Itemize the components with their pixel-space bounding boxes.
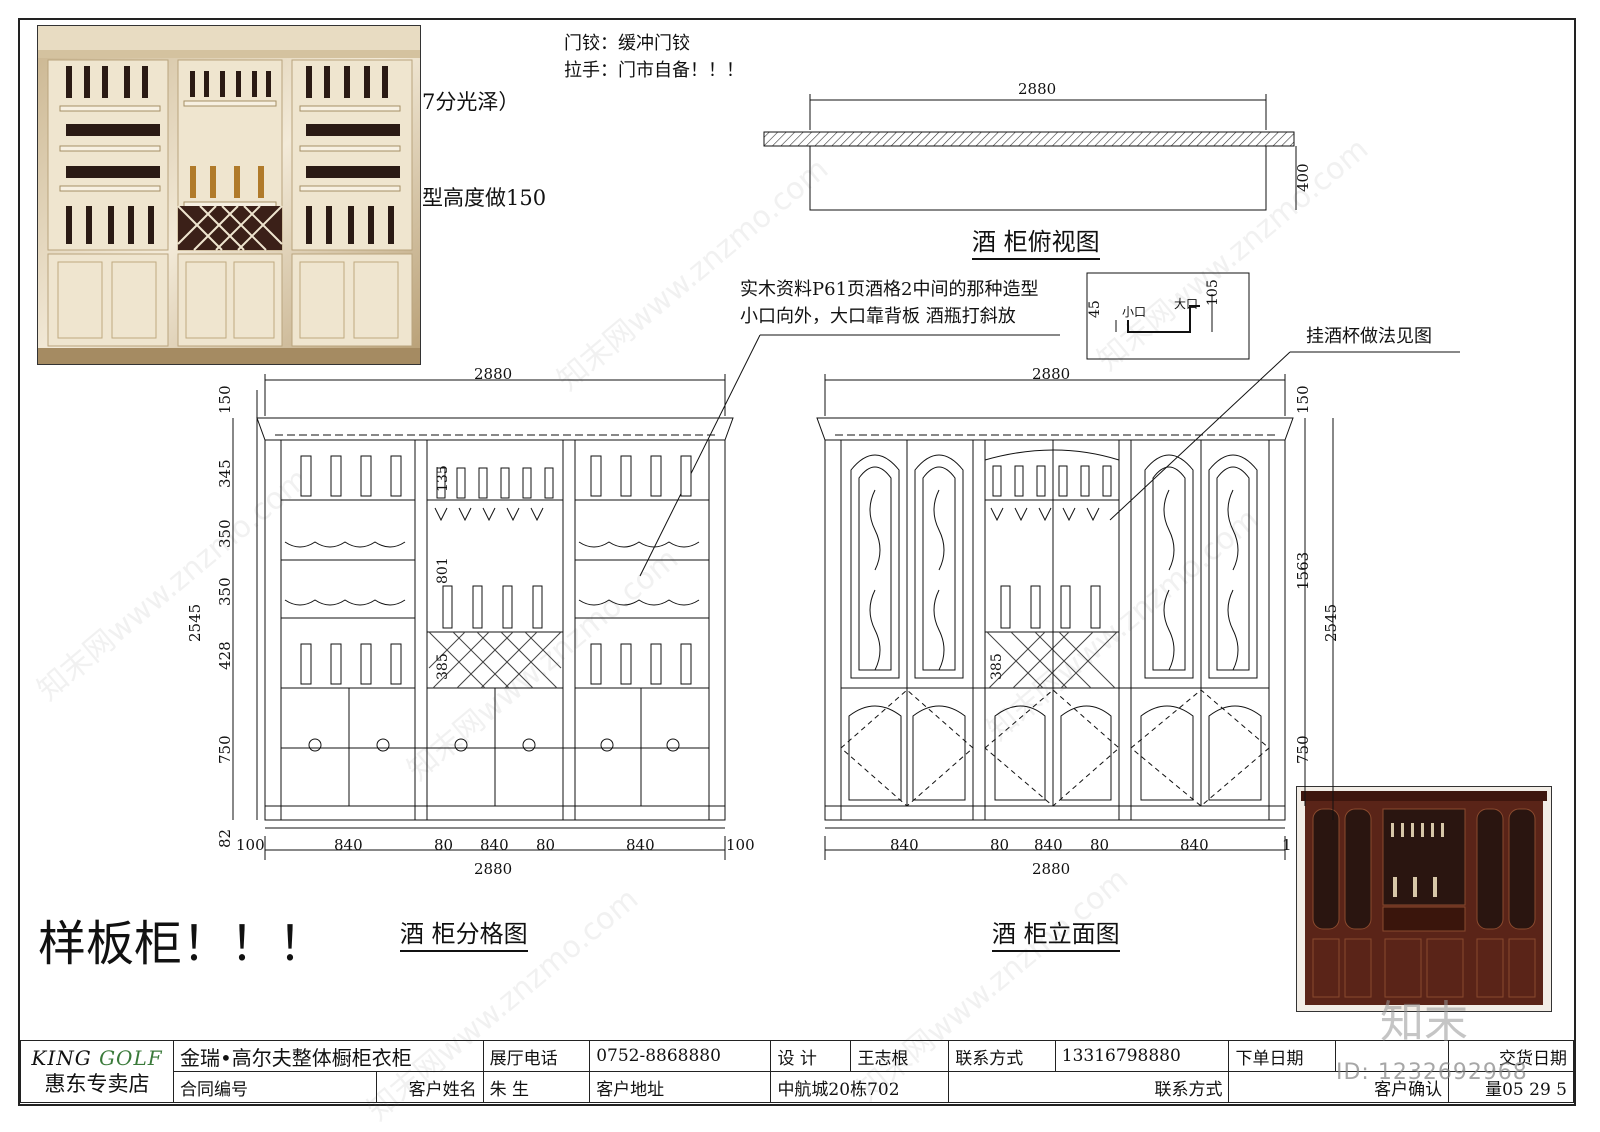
division-height: 150: [216, 385, 234, 414]
contact-label-2: 联系方式: [948, 1071, 1230, 1103]
order-date-value: [1335, 1040, 1450, 1072]
division-inner-label: 801: [435, 557, 451, 584]
brand-id: ID: 1232692968: [1336, 1060, 1528, 1085]
elevation-width: 840: [1180, 836, 1209, 854]
gloss-note: 7分光泽）: [422, 90, 520, 114]
customer-name-label: 客户姓名: [376, 1071, 484, 1103]
top-view-title: 酒 柜俯视图: [972, 230, 1100, 260]
showroom-phone: 0752-8868880: [589, 1040, 772, 1072]
contract-no-label: 合同编号: [173, 1071, 377, 1103]
customer-address-label: 客户地址: [589, 1071, 772, 1103]
division-width: 100: [726, 836, 755, 854]
division-view-title: 酒 柜分格图: [400, 922, 528, 952]
division-height: 350: [216, 519, 234, 548]
brand-mark: 知末: [1380, 997, 1468, 1048]
elevation-height: 1563: [1294, 551, 1312, 590]
partial-text: 量05 29 5: [1448, 1071, 1574, 1103]
height-note: 型高度做150: [422, 186, 547, 210]
slot-detail-drawing: [1086, 272, 1250, 360]
glass-hanger-note: 挂酒杯做法见图: [1306, 326, 1432, 347]
elevation-width: 1: [1282, 836, 1292, 854]
division-total-height: 2545: [186, 603, 204, 642]
elevation-view-title: 酒 柜立面图: [992, 922, 1120, 952]
company-name: 金瑞•高尔夫整体橱柜衣柜: [173, 1040, 484, 1072]
designer-label: 设 计: [770, 1040, 852, 1072]
sample-cabinet-note: 样板柜！！！: [38, 916, 327, 972]
top-view-drawing: [763, 94, 1297, 211]
elevation-bottom-width: 2880: [1032, 860, 1071, 878]
division-width: 840: [480, 836, 509, 854]
elevation-view-drawing: [816, 374, 1334, 860]
division-width: 100: [236, 836, 265, 854]
division-width: 840: [626, 836, 655, 854]
customer-confirm-label: 客户确认: [1228, 1071, 1450, 1103]
customer-name: 朱 生: [482, 1071, 591, 1103]
slot-orientation-note: 小口向外，大口靠背板 酒瓶打斜放: [740, 306, 1016, 327]
division-inner-label: 385: [435, 653, 451, 680]
contact-label: 联系方式: [948, 1040, 1056, 1072]
elevation-inner-label: 385: [989, 653, 1005, 680]
division-height: 82: [216, 828, 234, 848]
elevation-width: 840: [890, 836, 919, 854]
store-logo: KING GOLF 惠东专卖店: [20, 1040, 174, 1103]
elevation-width: 840: [1034, 836, 1063, 854]
elevation-height: 750: [1294, 735, 1312, 764]
reference-photo-cream-cabinet: [37, 25, 421, 365]
customer-address: 中航城20栋702: [770, 1071, 950, 1103]
division-inner-label: 135: [435, 465, 451, 492]
top-view-width: 2880: [1018, 80, 1057, 98]
hinge-note: 门铰：缓冲门铰: [564, 33, 690, 54]
division-height: 750: [216, 735, 234, 764]
division-bottom-width: 2880: [474, 860, 513, 878]
showroom-phone-label: 展厅电话: [482, 1040, 591, 1072]
division-width: 840: [334, 836, 363, 854]
division-width: 80: [434, 836, 454, 854]
division-height: 428: [216, 641, 234, 670]
elevation-top-width: 2880: [1032, 365, 1071, 383]
delivery-date-label: 交货日期: [1448, 1040, 1574, 1072]
handle-note: 拉手：门市自备！！！: [564, 60, 744, 81]
division-height: 345: [216, 459, 234, 488]
division-height: 350: [216, 577, 234, 606]
elevation-width: 80: [1090, 836, 1110, 854]
division-width: 80: [536, 836, 556, 854]
reference-photo-wood-cabinet: [1296, 786, 1552, 1012]
division-view-drawing: [232, 374, 734, 860]
slot-material-note: 实木资料P61页酒格2中间的那种造型: [740, 279, 1039, 300]
drawing-frame: [18, 18, 1576, 1106]
contact-phone: 13316798880: [1054, 1040, 1230, 1072]
slot-large-opening: 大口: [1174, 297, 1199, 311]
elevation-height: 150: [1294, 385, 1312, 414]
order-date-label: 下单日期: [1228, 1040, 1337, 1072]
elevation-width: 80: [990, 836, 1010, 854]
designer: 王志根: [850, 1040, 950, 1072]
elevation-total-height: 2545: [1322, 603, 1340, 642]
division-top-width: 2880: [474, 365, 513, 383]
slot-small-opening: 小口: [1122, 305, 1147, 319]
title-block: KING GOLF 惠东专卖店 金瑞•高尔夫整体橱柜衣柜 展厅电话 0752-8…: [20, 1040, 1574, 1103]
